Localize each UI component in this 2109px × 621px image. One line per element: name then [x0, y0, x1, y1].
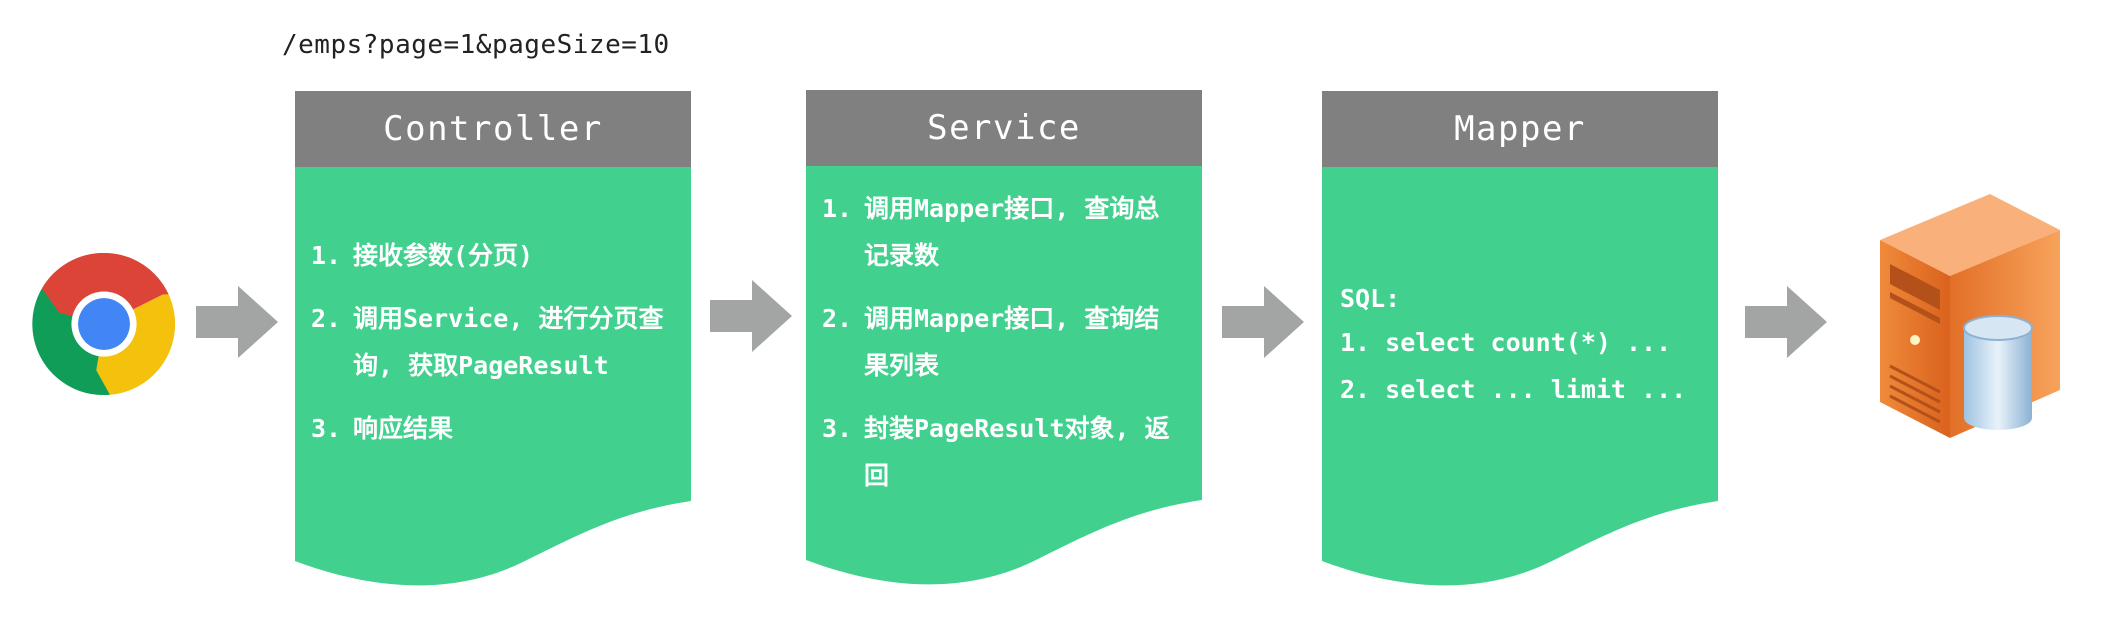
list-item: 2.调用Mapper接口, 查询结果列表 [822, 304, 1160, 380]
service-steps: 1.调用Mapper接口, 查询总记录数 2.调用Mapper接口, 查询结果列… [822, 185, 1184, 515]
service-title: Service [927, 108, 1081, 148]
list-item: 3.响应结果 [311, 414, 454, 443]
list-item: 3.封装PageResult对象, 返回 [822, 414, 1170, 490]
mapper-card: Mapper SQL: 1. select count(*) ... 2. se… [1322, 91, 1718, 601]
controller-steps: 1.接收参数(分页) 2.调用Service, 进行分页查询, 获取PageRe… [311, 232, 673, 468]
sql-lines: 1. select count(*) ... 2. select ... lim… [1340, 319, 1686, 413]
request-url: /emps?page=1&pageSize=10 [282, 30, 670, 60]
service-card: Service 1.调用Mapper接口, 查询总记录数 2.调用Mapper接… [806, 90, 1202, 600]
arrow-right-icon [196, 286, 278, 358]
mapper-title: Mapper [1454, 109, 1586, 149]
list-item: 1.调用Mapper接口, 查询总记录数 [822, 194, 1160, 270]
server-icon [1880, 194, 2060, 438]
sql-label: SQL: [1340, 284, 1401, 313]
list-item: 1.接收参数(分页) [311, 241, 534, 270]
controller-card: Controller 1.接收参数(分页) 2.调用Service, 进行分页查… [295, 91, 691, 601]
controller-title: Controller [383, 109, 603, 149]
list-item: 2.调用Service, 进行分页查询, 获取PageResult [311, 304, 664, 380]
arrow-right-icon [710, 280, 792, 352]
arrow-right-icon [1745, 286, 1827, 358]
list-item: 1. select count(*) ... [1340, 328, 1672, 357]
list-item: 2. select ... limit ... [1340, 375, 1687, 404]
chrome-icon [32, 252, 176, 396]
arrow-right-icon [1222, 286, 1304, 358]
